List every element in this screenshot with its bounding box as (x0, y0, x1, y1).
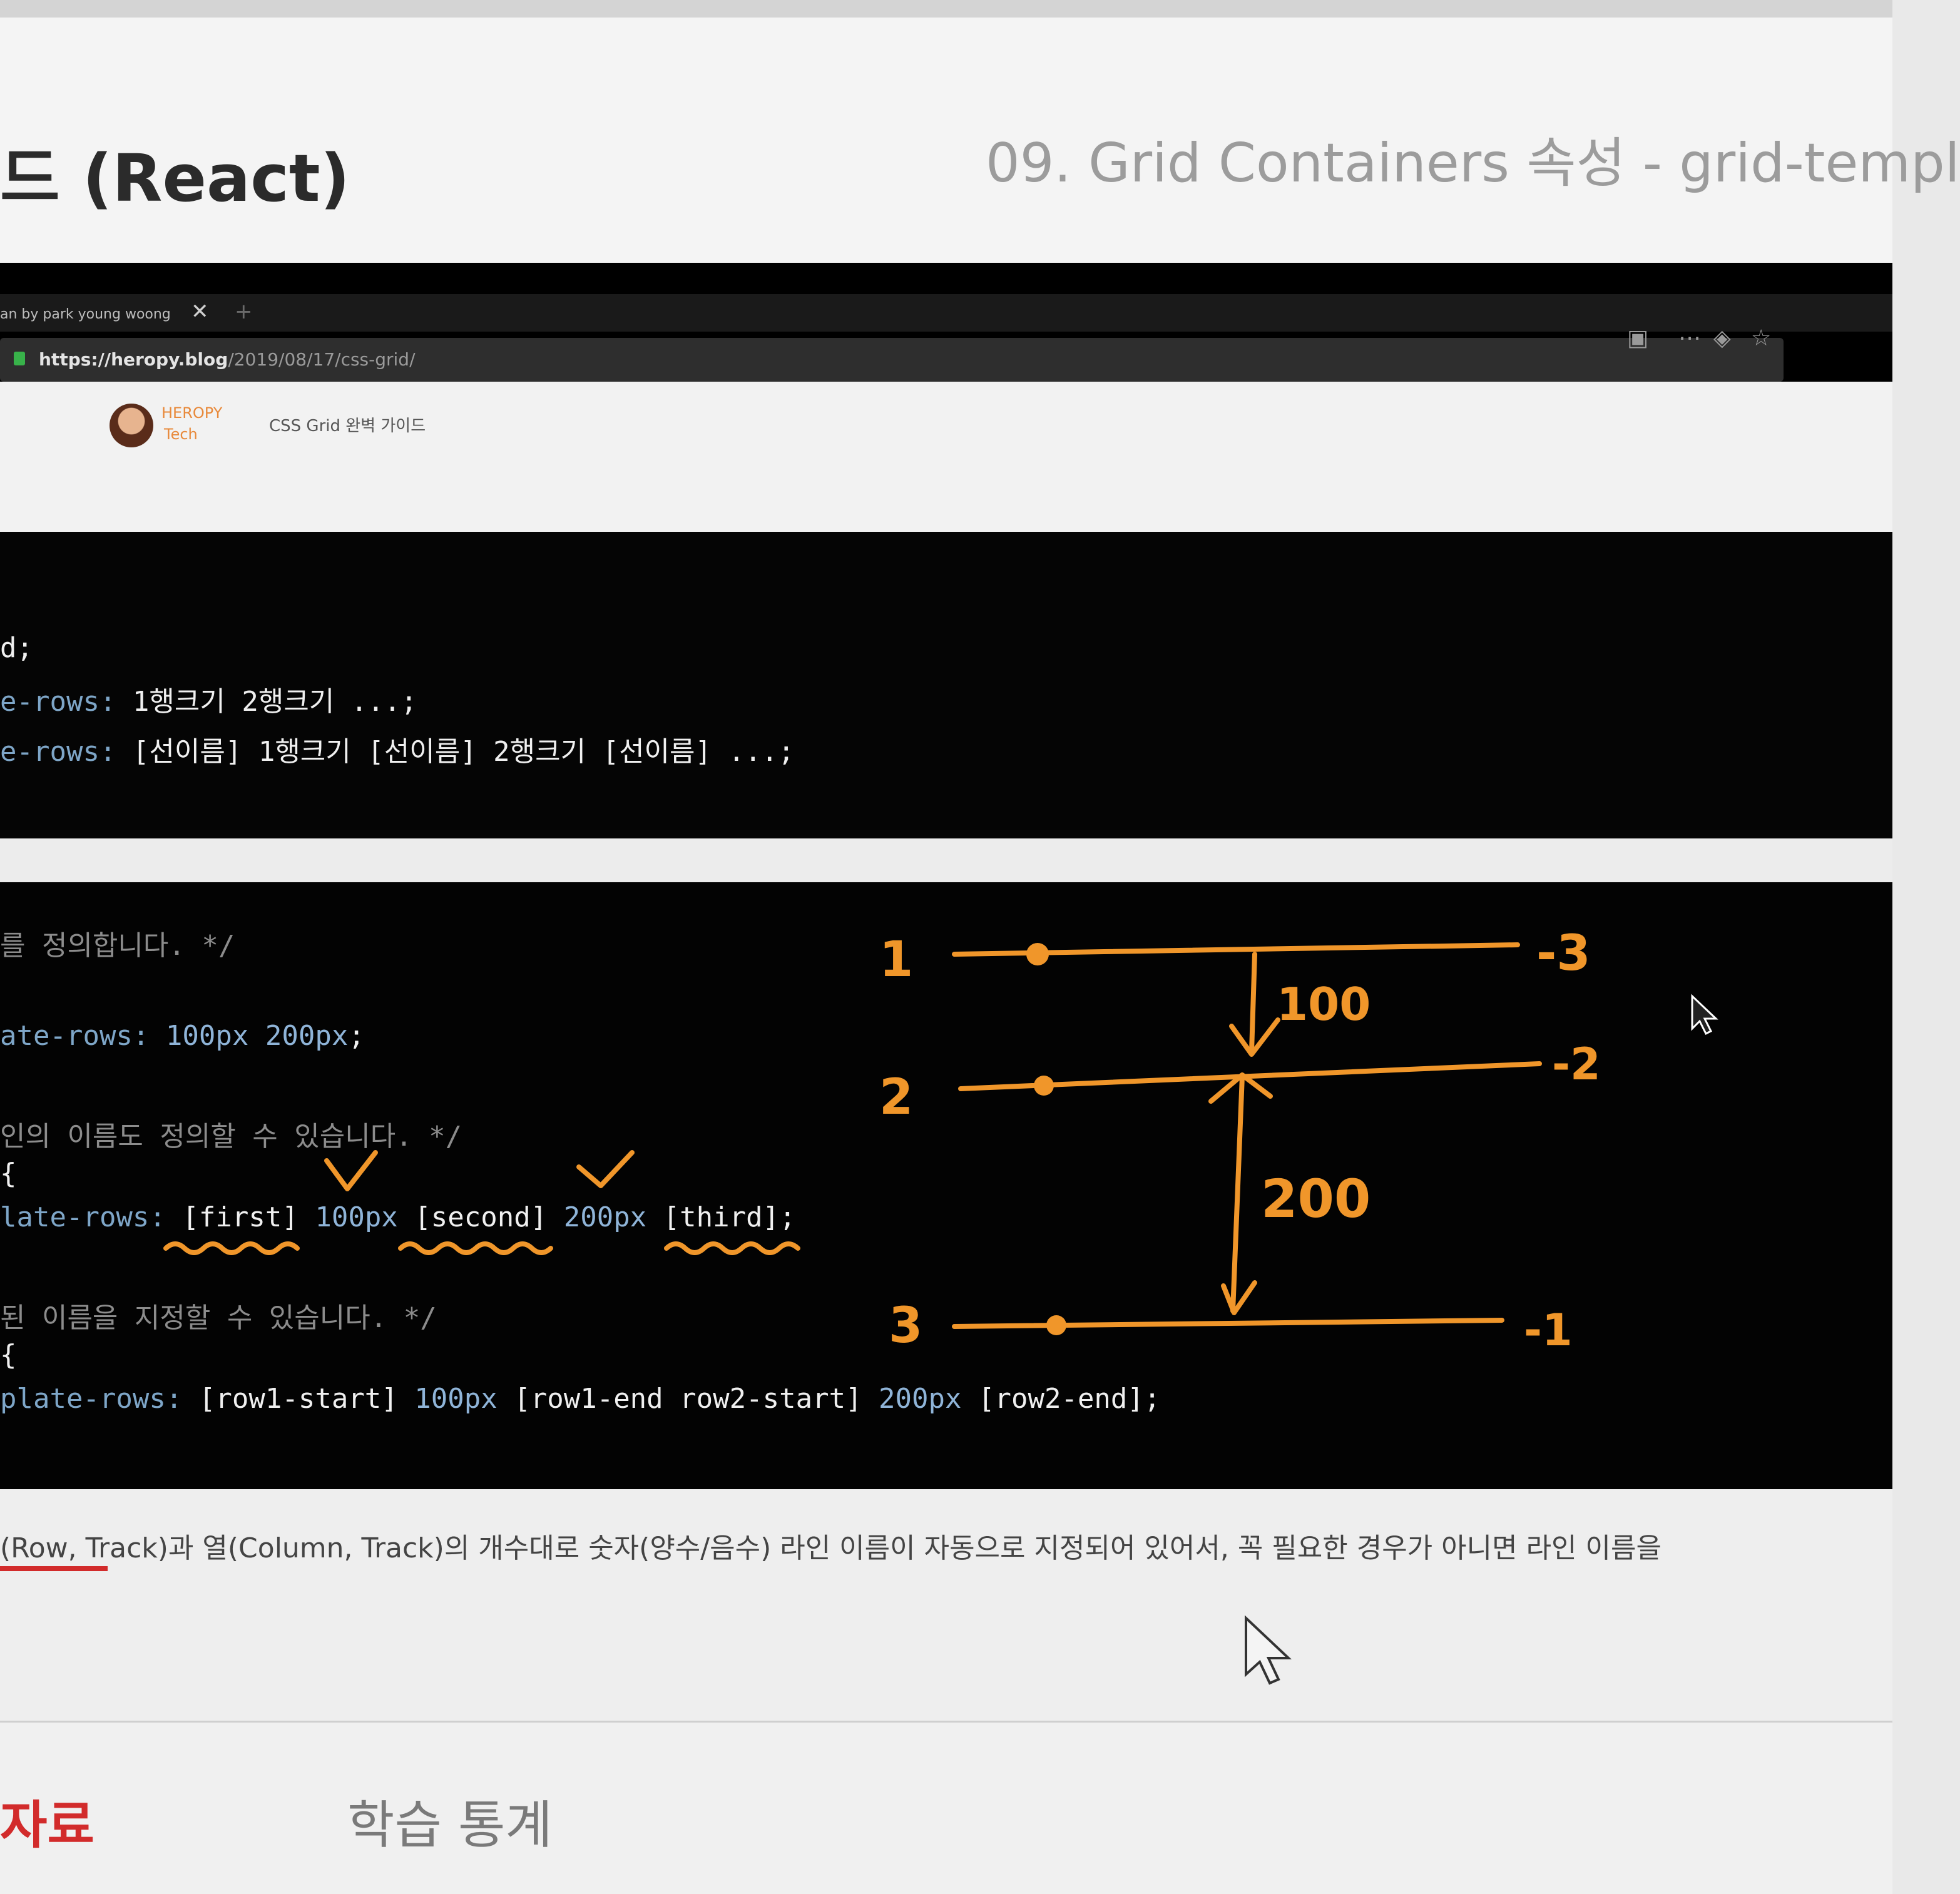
code-number: 200px (563, 1201, 647, 1233)
course-header (0, 0, 1892, 263)
code-number: 100px (414, 1383, 498, 1415)
check-mark (324, 1150, 378, 1191)
code-number: 200px (879, 1383, 962, 1415)
bottom-tab-bar (0, 1721, 1892, 1894)
gap-arrow-100 (1249, 952, 1257, 1054)
line-label-neg1: -1 (1524, 1305, 1573, 1356)
code-line: ate-rows: 100px 200px; (0, 1020, 365, 1052)
code-property: plate-rows: (0, 1383, 183, 1415)
line-label-neg2: -2 (1552, 1039, 1601, 1090)
star-icon[interactable]: ☆ (1751, 325, 1772, 351)
code-block-syntax (0, 532, 1892, 838)
code-property: e-rows: (0, 736, 116, 768)
cursor-icon (1691, 994, 1718, 1036)
code-brace: { (0, 1339, 17, 1371)
new-tab-icon[interactable]: + (235, 299, 253, 324)
code-property: late-rows: (0, 1201, 166, 1233)
code-line: late-rows: [first] 100px [second] 200px … (0, 1201, 796, 1233)
handwritten-annotation: 1 2 3 -3 -2 -1 100 200 (163, 925, 1601, 1356)
squiggle-underline (398, 1241, 553, 1255)
blog-brand-sub[interactable]: Tech (164, 425, 198, 443)
shield-icon[interactable]: ◈ (1713, 325, 1731, 351)
url-bar[interactable] (0, 338, 1784, 382)
url-text[interactable]: https://heropy.blog/2019/08/17/css-grid/ (39, 349, 416, 370)
browser-tab-title[interactable]: an by park young woong (0, 307, 171, 322)
url-host: https://heropy.blog (39, 349, 228, 370)
squiggle-underline (664, 1241, 800, 1255)
line-name-row2-end: [row2-end]; (978, 1383, 1161, 1415)
highlight-underline (0, 1566, 108, 1571)
code-comment: 된 이름을 지정할 수 있습니다. */ (0, 1295, 437, 1335)
code-number: 200px (265, 1020, 349, 1052)
browser-tab-bar (0, 294, 1892, 332)
gap-arrow-200 (1230, 1074, 1245, 1313)
line-name-third: [third]; (663, 1201, 796, 1233)
code-value: [선이름] 1행크기 [선이름] 2행크기 [선이름] ...; (116, 736, 795, 768)
code-line: { (0, 1158, 17, 1189)
code-comment: 를 정의합니다. */ (0, 923, 235, 963)
code-property: ate-rows: (0, 1020, 150, 1052)
code-token: d; (0, 632, 33, 664)
squiggle-underline (163, 1241, 300, 1255)
lesson-title: 09. Grid Containers 속성 - grid-templ (986, 132, 1960, 195)
code-number: 100px (315, 1201, 398, 1233)
code-punct: ; (348, 1020, 365, 1052)
blog-brand-name[interactable]: HEROPY (161, 404, 223, 422)
grid-line-2 (958, 1061, 1542, 1091)
line-label-1: 1 (879, 932, 913, 988)
code-number: 100px (165, 1020, 249, 1052)
line-name-row1-start: [row1-start] (198, 1383, 398, 1415)
code-comment: 인의 이름도 정의할 수 있습니다. */ (0, 1114, 462, 1154)
code-line: { (0, 1339, 17, 1371)
grid-line-3 (952, 1318, 1504, 1329)
code-value: 1행크기 2행크기 ...; (116, 686, 417, 718)
avatar[interactable] (110, 404, 153, 447)
course-title: 드 (React) (0, 140, 350, 216)
line-dot (1046, 1315, 1066, 1335)
code-line: d; (0, 632, 33, 664)
comment-text: 를 정의합니다. */ (0, 930, 235, 962)
comment-text: 인의 이름도 정의할 수 있습니다. */ (0, 1121, 462, 1153)
tab-material[interactable]: 자료 (0, 1796, 94, 1855)
line-label-neg3: -3 (1536, 925, 1591, 982)
blog-post-title: CSS Grid 완벽 가이드 (269, 417, 426, 435)
lock-icon (14, 352, 25, 365)
code-block-divider (0, 838, 1892, 882)
more-icon[interactable]: ⋯ (1678, 325, 1701, 351)
comment-text: 된 이름을 지정할 수 있습니다. */ (0, 1302, 437, 1334)
code-line: e-rows: [선이름] 1행크기 [선이름] 2행크기 [선이름] ...; (0, 729, 794, 769)
gap-label-100: 100 (1277, 978, 1370, 1031)
code-block-example (0, 882, 1892, 1489)
reader-icon[interactable]: ▣ (1627, 325, 1649, 351)
lesson-description: (Row, Track)과 열(Column, Track)의 개수대로 숫자(… (0, 1532, 1661, 1564)
line-name-first: [first] (182, 1201, 299, 1233)
code-line: e-rows: 1행크기 2행크기 ...; (0, 679, 417, 719)
line-dot (1026, 943, 1049, 965)
code-property: e-rows: (0, 686, 116, 718)
tab-stats[interactable]: 학습 통계 (347, 1796, 553, 1855)
line-name-second: [second] (414, 1201, 548, 1233)
line-label-3: 3 (889, 1298, 922, 1354)
gap-label-200: 200 (1261, 1168, 1370, 1230)
code-brace: { (0, 1158, 17, 1189)
line-dot (1034, 1076, 1054, 1096)
line-name-row1-end: [row1-end row2-start] (514, 1383, 862, 1415)
tab-close-icon[interactable]: ✕ (191, 299, 209, 324)
code-line: plate-rows: [row1-start] 100px [row1-end… (0, 1383, 1160, 1415)
line-label-2: 2 (879, 1069, 913, 1126)
url-path: /2019/08/17/css-grid/ (228, 349, 416, 370)
cursor-icon (1245, 1615, 1292, 1685)
check-mark (576, 1150, 635, 1188)
lesson-description-area (0, 1489, 1892, 1721)
blog-header (0, 382, 1892, 532)
